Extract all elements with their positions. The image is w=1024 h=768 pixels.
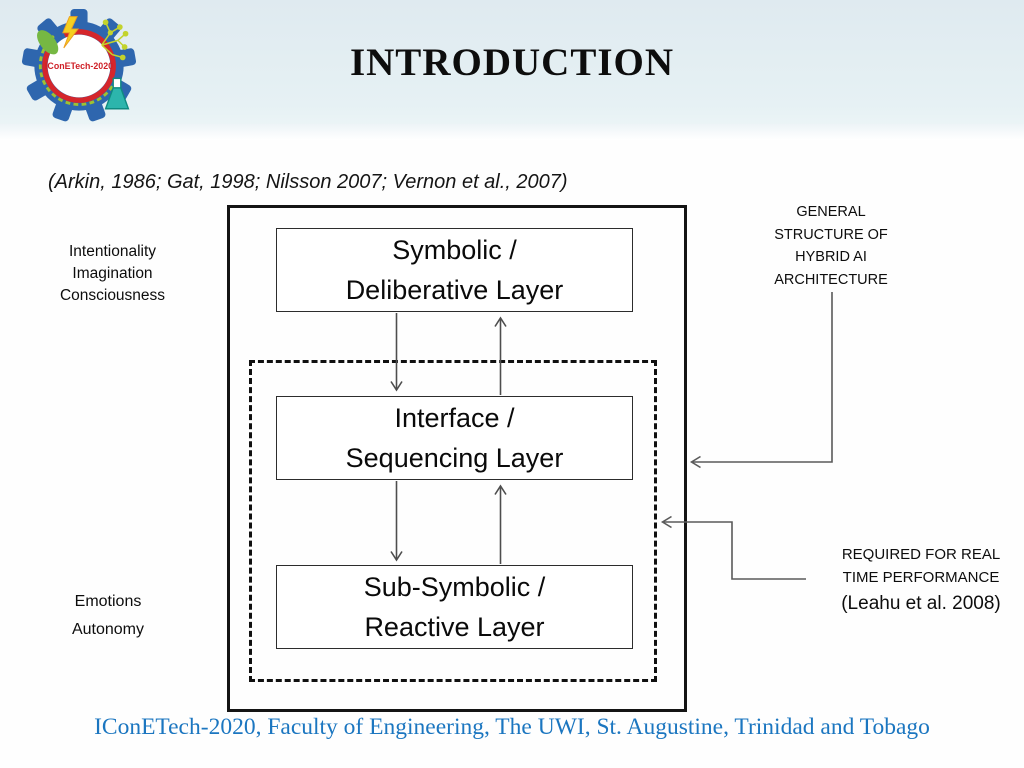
conference-logo: IConETech-2020 [21, 3, 137, 134]
flask-icon [104, 77, 130, 110]
subsymbolic-reactive-layer-box: Sub-Symbolic / Reactive Layer [276, 565, 633, 649]
page-title: INTRODUCTION [349, 41, 675, 84]
lightning-icon [62, 16, 79, 49]
architecture-outer-box [227, 205, 687, 712]
leaf-icon [37, 30, 59, 55]
logo-text: IConETech-2020 [45, 61, 113, 71]
note-emotions: Emotions Autonomy [71, 593, 145, 638]
note-intentionality: Intentionality Imagination Consciousness [59, 243, 166, 304]
interface-sequencing-layer-box: Interface / Sequencing Layer [276, 396, 633, 480]
note-required-realtime-title: REQUIRED FOR REAL TIME PERFORMANCE [841, 546, 1001, 586]
note-required-realtime: REQUIRED FOR REAL TIME PERFORMANCE (Leah… [820, 544, 1022, 617]
citation-text: (Arkin, 1986; Gat, 1998; Nilsson 2007; V… [48, 171, 568, 193]
note-general-structure: GENERAL STRUCTURE OF HYBRID AI ARCHITECT… [774, 204, 888, 288]
realtime-dashed-box [249, 360, 657, 682]
connector-general-structure [689, 292, 833, 469]
note-required-realtime-cite: (Leahu et al. 2008) [841, 593, 1001, 614]
header-fade [0, 124, 1024, 140]
footer-text: IConETech-2020, Faculty of Engineering, … [94, 714, 930, 740]
network-icon [101, 19, 129, 61]
symbolic-deliberative-layer-box: Symbolic / Deliberative Layer [276, 228, 633, 312]
logo-dashed-arc [38, 34, 114, 106]
header-band [0, 0, 1024, 124]
logo-graphic: IConETech-2020 [21, 9, 137, 122]
